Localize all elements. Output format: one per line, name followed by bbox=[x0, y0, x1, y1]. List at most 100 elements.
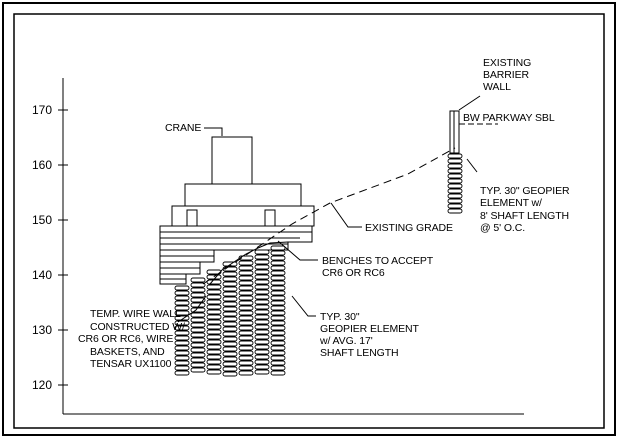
geopier-disc bbox=[222, 291, 238, 297]
geopier-disc bbox=[222, 346, 238, 352]
geopier-disc bbox=[174, 305, 190, 311]
geopier-disc bbox=[447, 208, 463, 214]
geopier-disc bbox=[174, 325, 190, 331]
geopier-disc bbox=[206, 339, 222, 345]
geopier-disc bbox=[270, 350, 286, 356]
geopier-disc bbox=[206, 289, 222, 295]
geopier-disc bbox=[447, 173, 463, 179]
crane-track-right bbox=[264, 209, 276, 227]
geopier-disc bbox=[190, 367, 206, 373]
geopier-disc bbox=[270, 340, 286, 346]
geopier-disc bbox=[270, 250, 286, 256]
geopier-disc bbox=[174, 345, 190, 351]
geopier-disc bbox=[222, 266, 238, 272]
geopier-disc bbox=[190, 337, 206, 343]
geopier-disc bbox=[254, 294, 270, 300]
geopier-disc bbox=[206, 359, 222, 365]
geopier-top-label-line-2: ELEMENT w/ bbox=[480, 197, 542, 209]
geopier-disc bbox=[190, 282, 206, 288]
geopier-disc bbox=[238, 300, 254, 306]
geopier-disc bbox=[190, 347, 206, 353]
geopier-disc bbox=[254, 309, 270, 315]
geopier-disc bbox=[190, 362, 206, 368]
geopier-disc bbox=[222, 326, 238, 332]
existing-grade-line bbox=[202, 147, 456, 285]
geopier-disc bbox=[222, 336, 238, 342]
geopier-disc bbox=[206, 299, 222, 305]
geopier-disc bbox=[447, 188, 463, 194]
geopier-disc bbox=[174, 295, 190, 301]
tick-label-160: 160 bbox=[32, 158, 52, 172]
barrier-wall bbox=[449, 110, 498, 154]
geopier-disc bbox=[238, 290, 254, 296]
geopier-disc bbox=[270, 370, 286, 376]
geopier-disc bbox=[238, 310, 254, 316]
geopier-disc bbox=[254, 254, 270, 260]
geopier-top-label-line-1: TYP. 30" GEOPIER bbox=[480, 185, 570, 197]
geopier-disc bbox=[238, 305, 254, 311]
geopier-disc bbox=[270, 300, 286, 306]
geopier-disc bbox=[254, 349, 270, 355]
tick-label-130: 130 bbox=[32, 323, 52, 337]
geopier-disc bbox=[190, 322, 206, 328]
geopier-disc bbox=[222, 271, 238, 277]
geopier-disc bbox=[190, 317, 206, 323]
geopier-disc bbox=[222, 301, 238, 307]
geopier-disc bbox=[174, 315, 190, 321]
temp-wire-wall-label-line-2: CONSTRUCTED W/ bbox=[90, 321, 185, 333]
geopier-disc bbox=[190, 287, 206, 293]
geopier-disc bbox=[174, 365, 190, 371]
geopier-disc bbox=[254, 279, 270, 285]
geopier-disc bbox=[206, 369, 222, 375]
geopier-disc bbox=[270, 245, 286, 251]
geopier-disc bbox=[238, 275, 254, 281]
geopier-disc bbox=[222, 351, 238, 357]
geopier-disc bbox=[222, 286, 238, 292]
geopier-bottom-label-line-4: SHAFT LENGTH bbox=[320, 347, 399, 359]
elevation-axis bbox=[58, 78, 524, 415]
temp-wire-wall-label-line-1: TEMP. WIRE WALL bbox=[90, 308, 181, 320]
geopier-disc bbox=[270, 275, 286, 281]
geopier-disc bbox=[254, 334, 270, 340]
geopier-disc bbox=[222, 311, 238, 317]
geopier-disc bbox=[238, 285, 254, 291]
geopier-disc bbox=[206, 344, 222, 350]
geopier-disc bbox=[174, 290, 190, 296]
geopier-disc bbox=[206, 324, 222, 330]
geopier-disc bbox=[447, 198, 463, 204]
geopier-disc bbox=[447, 178, 463, 184]
geopier-disc bbox=[254, 269, 270, 275]
geopier-disc bbox=[238, 295, 254, 301]
geopier-disc bbox=[447, 158, 463, 164]
geopier-disc bbox=[238, 280, 254, 286]
geopier-disc bbox=[206, 354, 222, 360]
temp-wire-wall-label-line-3: CR6 OR RC6, WIRE bbox=[78, 333, 173, 345]
geopier-disc bbox=[206, 304, 222, 310]
geopier-disc bbox=[174, 360, 190, 366]
geopier-disc bbox=[254, 249, 270, 255]
geopier-disc bbox=[270, 290, 286, 296]
geopier-element-top bbox=[447, 153, 463, 214]
geopier-disc bbox=[174, 335, 190, 341]
geopier-disc bbox=[206, 349, 222, 355]
geopier-disc bbox=[270, 305, 286, 311]
geopier-disc bbox=[238, 260, 254, 266]
geopier-disc bbox=[447, 203, 463, 209]
geopier-disc bbox=[270, 280, 286, 286]
geopier-disc bbox=[238, 320, 254, 326]
crane bbox=[171, 136, 315, 227]
geopier-disc bbox=[190, 277, 206, 283]
geopier-bottom-label-line-3: w/ AVG. 17' bbox=[319, 335, 373, 347]
geopier-disc bbox=[222, 296, 238, 302]
geopier-disc bbox=[254, 369, 270, 375]
geopier-disc bbox=[270, 360, 286, 366]
geopier-disc bbox=[254, 259, 270, 265]
geopier-disc bbox=[222, 361, 238, 367]
geopier-disc bbox=[270, 255, 286, 261]
geopier-disc bbox=[222, 281, 238, 287]
geopier-disc bbox=[270, 310, 286, 316]
benches-label-line-1: BENCHES TO ACCEPT bbox=[322, 255, 434, 267]
geopier-disc bbox=[206, 269, 222, 275]
barrier-wall-label-line-2: BARRIER bbox=[483, 69, 529, 81]
